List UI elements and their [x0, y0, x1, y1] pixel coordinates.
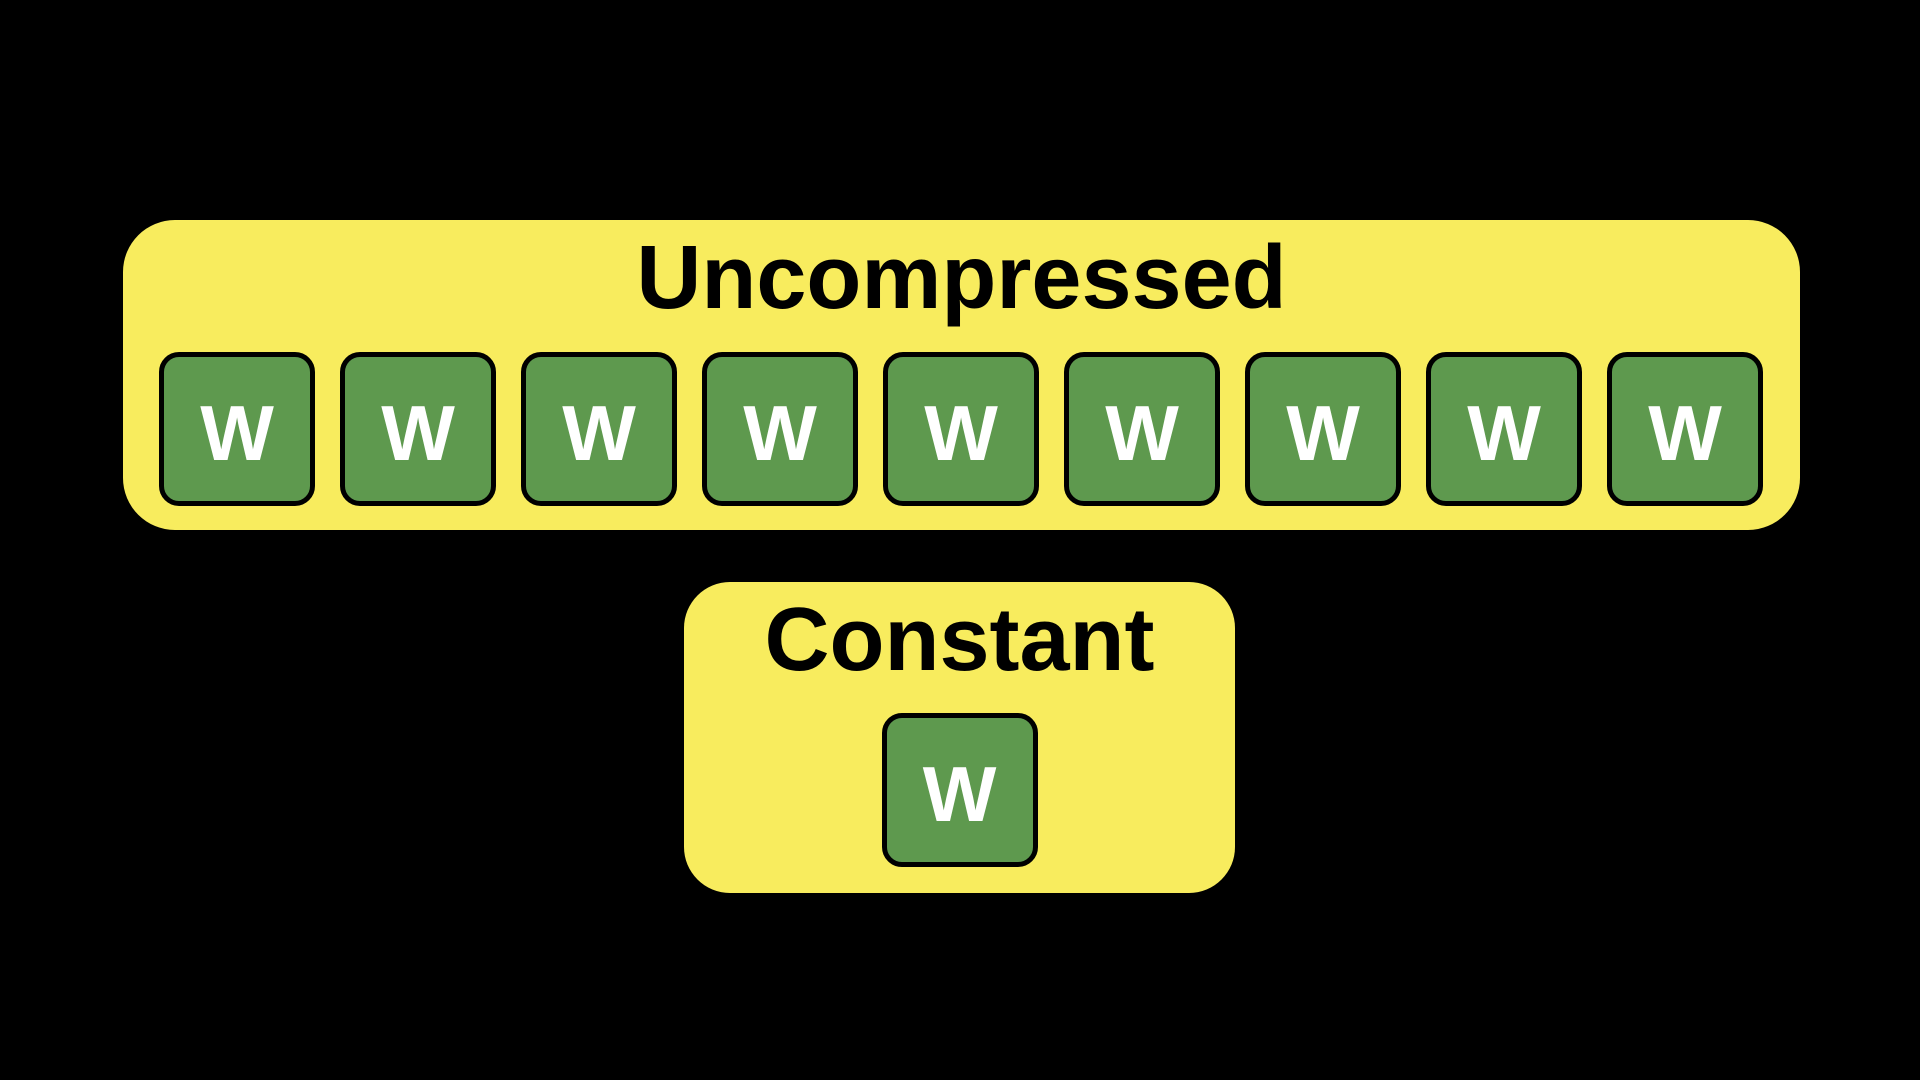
tile-letter: W: [1648, 389, 1722, 477]
letter-tile: W: [881, 713, 1038, 867]
letter-tile: W: [702, 352, 858, 506]
letter-tile: W: [159, 352, 315, 506]
tile-letter: W: [1286, 389, 1360, 477]
letter-tile: W: [1426, 352, 1582, 506]
constant-title: Constant: [764, 590, 1155, 690]
constant-tile-row: W: [684, 713, 1235, 867]
letter-tile: W: [1245, 352, 1401, 506]
uncompressed-title: Uncompressed: [636, 228, 1287, 328]
tile-letter: W: [381, 389, 455, 477]
constant-group: Constant W: [684, 582, 1235, 893]
letter-tile: W: [883, 352, 1039, 506]
letter-tile: W: [340, 352, 496, 506]
tile-letter: W: [924, 389, 998, 477]
tile-letter: W: [562, 389, 636, 477]
letter-tile: W: [1064, 352, 1220, 506]
tile-letter: W: [922, 750, 997, 838]
tile-letter: W: [200, 389, 274, 477]
uncompressed-group: Uncompressed W W W W W W W W W: [123, 220, 1800, 530]
tile-letter: W: [743, 389, 817, 477]
tile-letter: W: [1467, 389, 1541, 477]
letter-tile: W: [1607, 352, 1763, 506]
tile-letter: W: [1105, 389, 1179, 477]
letter-tile: W: [521, 352, 677, 506]
